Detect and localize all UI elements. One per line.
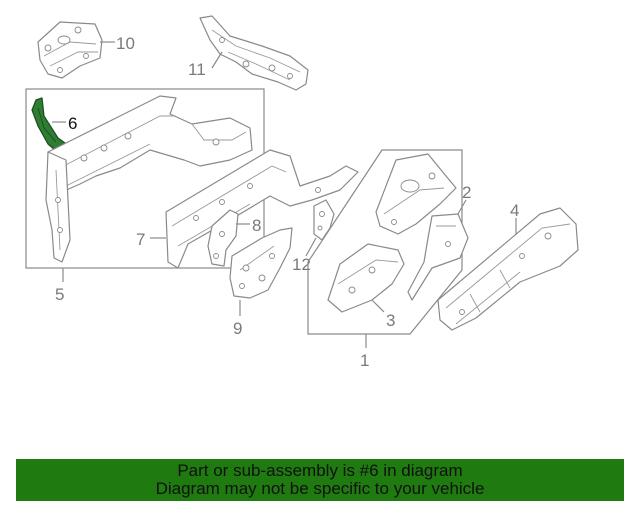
part-2-bracket <box>407 213 469 301</box>
part-5-assembly <box>45 95 253 263</box>
banner-line-2: Diagram may not be specific to your vehi… <box>155 479 485 498</box>
callout-8[interactable]: 8 <box>252 216 261 235</box>
parts-diagram: 10 11 6 5 <box>25 15 579 370</box>
part-11-bracket <box>199 15 309 91</box>
callout-3[interactable]: 3 <box>386 311 395 330</box>
banner-line-1: Part or sub-assembly is #6 in diagram <box>177 461 463 480</box>
callout-6[interactable]: 6 <box>68 114 77 133</box>
callout-10[interactable]: 10 <box>116 34 135 53</box>
callout-7[interactable]: 7 <box>136 230 145 249</box>
notice-banner: Part or sub-assembly is #6 in diagram Di… <box>16 459 624 501</box>
part-4-rear-rail <box>437 207 579 331</box>
part-9-plate <box>229 227 293 299</box>
callout-5[interactable]: 5 <box>55 285 64 304</box>
callout-1[interactable]: 1 <box>360 351 369 370</box>
part-1-shock-tower <box>375 153 457 235</box>
part-12-bracket <box>313 199 335 241</box>
part-10-bracket <box>37 21 103 79</box>
assembly-1-frame <box>307 149 463 335</box>
callout-12[interactable]: 12 <box>292 255 311 274</box>
callout-2[interactable]: 2 <box>462 183 471 202</box>
callout-9[interactable]: 9 <box>233 319 242 338</box>
callout-11[interactable]: 11 <box>188 60 206 79</box>
part-3-housing <box>327 243 405 313</box>
part-7-side-rail <box>165 149 359 269</box>
part-8-bracket <box>207 209 239 267</box>
callout-4[interactable]: 4 <box>510 201 519 220</box>
